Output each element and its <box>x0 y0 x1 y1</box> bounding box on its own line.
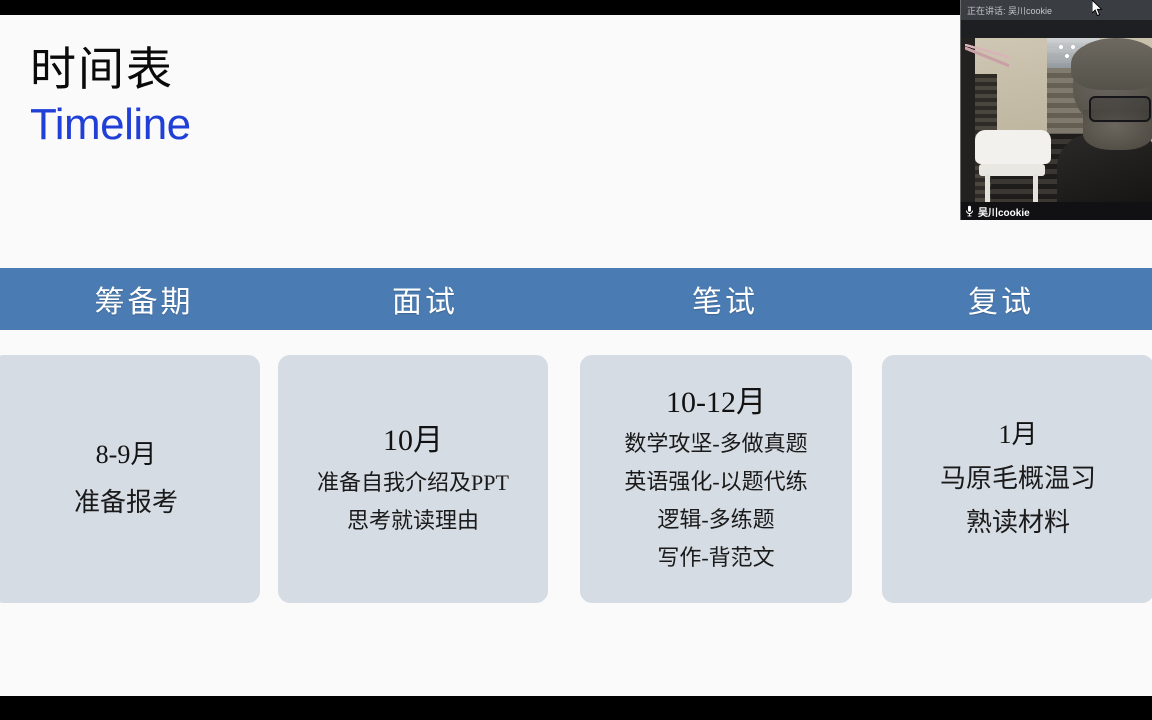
slide-title-block: 时间表 Timeline <box>30 41 191 151</box>
stage-label-1: 筹备期 <box>94 286 194 319</box>
card-4-heading: 1月 <box>998 420 1038 449</box>
card-3-line-2: 英语强化-以题代练 <box>624 469 808 494</box>
participant-name-bar: 吴川cookie <box>961 202 1152 220</box>
letterbox-bottom-bar <box>0 696 1152 720</box>
card-3-line-1: 数学攻坚-多做真题 <box>624 431 808 456</box>
webcam-video-feed[interactable] <box>961 38 1152 202</box>
microphone-icon <box>966 205 973 217</box>
foreground-chair-back <box>975 130 1051 164</box>
timeline-card-row: 8-9月 准备报考 10月 准备自我介绍及PPT 思考就读理由 10-12月 数… <box>0 355 1152 620</box>
stage-label-2: 面试 <box>392 286 458 319</box>
foreground-chair-leg-left <box>985 174 990 202</box>
stage-label-3: 笔试 <box>692 286 758 319</box>
timeline-card-2: 10月 准备自我介绍及PPT 思考就读理由 <box>278 355 548 603</box>
participant-name-label: 吴川cookie <box>978 207 1030 219</box>
webcam-pip-panel[interactable]: 正在讲话: 吴川cookie <box>960 0 1152 220</box>
speaking-status-bar: 正在讲话: 吴川cookie <box>961 0 1152 20</box>
card-4-line-2: 熟读材料 <box>965 508 1070 537</box>
person-cap <box>1071 38 1152 90</box>
slide-title-english: Timeline <box>30 100 191 149</box>
slide-title-chinese: 时间表 <box>30 43 174 95</box>
card-3-heading: 10-12月 <box>666 386 766 419</box>
timeline-card-1: 8-9月 准备报考 <box>0 355 260 603</box>
stage-chevron-4: 复试 <box>862 268 1152 330</box>
card-1-heading: 8-9月 <box>95 440 157 469</box>
mouse-cursor <box>1092 0 1103 17</box>
card-1-line-1: 准备报考 <box>73 488 178 517</box>
letterbox-top-bar <box>0 0 1152 14</box>
stage-chevron-1: 筹备期 <box>0 268 300 330</box>
background-hangers <box>965 44 1009 68</box>
background-dark-column <box>961 38 975 202</box>
foreground-chair-seat <box>979 164 1045 176</box>
speaking-status-label: 正在讲话: 吴川cookie <box>967 5 1053 16</box>
timeline-stage-band: 筹备期 面试 笔试 复试 <box>0 268 1152 330</box>
person-glasses <box>1089 96 1151 122</box>
card-3-line-4: 写作-背范文 <box>657 545 775 570</box>
stage-chevron-3: 笔试 <box>562 268 900 330</box>
card-2-line-1: 准备自我介绍及PPT <box>317 470 509 495</box>
foreground-chair-leg-right <box>1033 174 1038 202</box>
timeline-card-4: 1月 马原毛概温习 熟读材料 <box>882 355 1152 603</box>
stage-label-4: 复试 <box>968 286 1034 319</box>
card-2-line-2: 思考就读理由 <box>346 508 479 533</box>
stage-chevron-2: 面试 <box>262 268 600 330</box>
card-4-line-1: 马原毛概温习 <box>939 464 1096 493</box>
timeline-card-3: 10-12月 数学攻坚-多做真题 英语强化-以题代练 逻辑-多练题 写作-背范文 <box>580 355 852 603</box>
card-2-heading: 10月 <box>383 424 443 457</box>
pip-spacer <box>961 20 1152 38</box>
card-3-line-3: 逻辑-多练题 <box>657 507 775 532</box>
